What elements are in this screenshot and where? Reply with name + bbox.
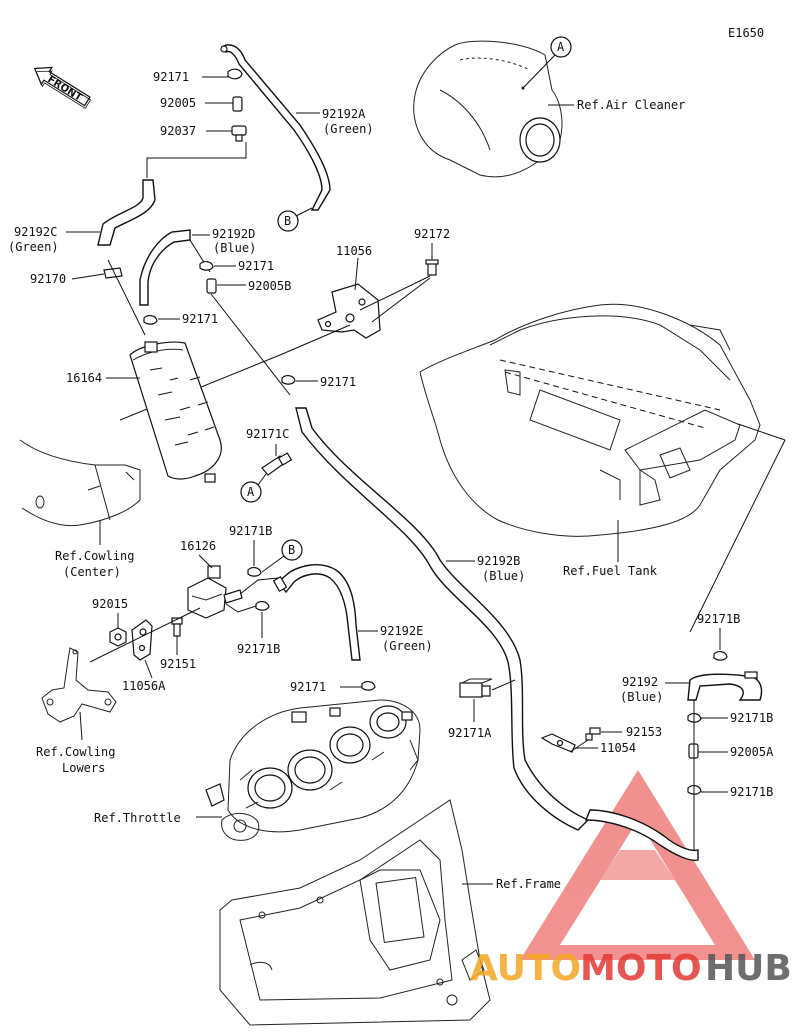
watermark-text: AUTO MOTO HUB [470, 948, 792, 989]
cowling-lowers-ref [41, 647, 117, 723]
callout-a-top [550, 36, 572, 58]
fitting-92005B [206, 278, 217, 294]
nut-92015 [109, 627, 127, 647]
label-92171B-left: 92171B [229, 524, 272, 538]
hose-92192E [272, 563, 361, 661]
label-92171-lower: 92171 [290, 680, 326, 694]
label-92171C: 92171C [246, 427, 289, 441]
label-92192D: 92192D [212, 227, 255, 241]
label-92015: 92015 [92, 597, 128, 611]
watermark-logo [520, 770, 755, 960]
fuel-tank-ref [419, 303, 761, 537]
clip-92171B-left [247, 567, 262, 577]
clip-92037 [231, 125, 247, 142]
clip-92171-left [143, 315, 158, 325]
label-92192E: 92192E [380, 624, 423, 638]
label-ref-fuel-tank: Ref.Fuel Tank [563, 564, 658, 578]
label-92170: 92170 [30, 272, 66, 286]
clip-92171B-right [713, 651, 728, 661]
label-92171B-left2: 92171B [237, 642, 280, 656]
diagram-code: E1650 [728, 26, 764, 40]
label-ref-air-cleaner: Ref.Air Cleaner [577, 98, 685, 112]
label-16164: 16164 [66, 371, 102, 385]
valve-16126 [187, 565, 243, 619]
label-92005: 92005 [160, 96, 196, 110]
label-92151: 92151 [160, 657, 196, 671]
label-92192D-color: (Blue) [213, 241, 256, 255]
frame-ref [219, 799, 491, 1026]
clamp-92171A [459, 678, 493, 698]
canister-16164 [129, 341, 222, 483]
callout-a-mid [240, 481, 262, 503]
label-92171-mid: 92171 [320, 375, 356, 389]
label-ref-cowling-center-2: (Center) [63, 565, 121, 579]
label-92005B: 92005B [248, 279, 291, 293]
label-92192-color: (Blue) [620, 690, 663, 704]
bolt-92172 [425, 259, 439, 276]
front-arrow-icon: FRONT [33, 66, 92, 109]
callout-b-top-label: B [284, 214, 291, 228]
label-ref-cowling-lowers-1: Ref.Cowling [36, 745, 115, 759]
label-ref-cowling-lowers-2: Lowers [62, 761, 105, 775]
watermark-brand-auto: AUTO [470, 948, 581, 989]
label-92192: 92192 [622, 675, 658, 689]
throttle-ref [205, 699, 421, 841]
clip-92171-lower [361, 681, 376, 691]
label-92172: 92172 [414, 227, 450, 241]
clip-92171-d [199, 261, 214, 271]
callout-a-mid-label: A [247, 485, 255, 499]
fitting-92005 [232, 96, 243, 112]
clip-92171B-left2 [255, 601, 270, 611]
hose-92192A [220, 44, 331, 211]
air-cleaner-ref [413, 40, 563, 178]
callout-b-top [277, 210, 299, 232]
bracket-11056 [317, 283, 381, 339]
cowling-center-ref [19, 439, 141, 527]
label-ref-frame: Ref.Frame [496, 877, 561, 891]
label-92192C: 92192C [14, 225, 57, 239]
label-11056: 11056 [336, 244, 372, 258]
label-11054: 11054 [600, 741, 636, 755]
label-92192A-color: (Green) [323, 122, 374, 136]
connector-92171C [261, 452, 293, 476]
label-92192C-color: (Green) [8, 240, 59, 254]
label-ref-throttle: Ref.Throttle [94, 811, 181, 825]
hose-92192B [295, 407, 590, 831]
hose-92192 [687, 671, 763, 701]
label-92192B-color: (Blue) [482, 569, 525, 583]
label-92171-top: 92171 [153, 70, 189, 84]
label-92192B: 92192B [477, 554, 520, 568]
label-92171B-r2: 92171B [730, 711, 773, 725]
front-label: FRONT [45, 74, 83, 104]
bracket-11056A [131, 619, 153, 661]
clip-92171-top [227, 68, 243, 80]
label-92153: 92153 [626, 725, 662, 739]
bracket-11054 [540, 733, 576, 753]
hose-92192C [97, 179, 156, 246]
label-16126: 16126 [180, 539, 216, 553]
watermark-brand-hub: HUB [705, 948, 792, 989]
clip-92171-mid [281, 375, 296, 385]
callout-a-top-label: A [557, 40, 565, 54]
bolt-92153 [585, 727, 601, 741]
callout-b-mid [281, 539, 303, 561]
label-92192E-color: (Green) [382, 639, 433, 653]
label-92037: 92037 [160, 124, 196, 138]
watermark-triangle-icon [520, 770, 755, 960]
label-92171A: 92171A [448, 726, 492, 740]
label-92171B-r3: 92171B [730, 785, 773, 799]
callout-b-mid-label: B [288, 543, 295, 557]
label-ref-cowling-center-1: Ref.Cowling [55, 549, 134, 563]
label-11056A: 11056A [122, 679, 166, 693]
label-92005A: 92005A [730, 745, 774, 759]
label-92171-d: 92171 [238, 259, 274, 273]
label-92171B-right: 92171B [697, 612, 740, 626]
label-92192A: 92192A [322, 107, 366, 121]
clip-92170 [103, 267, 123, 279]
watermark-brand-moto: MOTO [580, 948, 702, 989]
hose-92192D [139, 229, 191, 306]
label-92171-left: 92171 [182, 312, 218, 326]
